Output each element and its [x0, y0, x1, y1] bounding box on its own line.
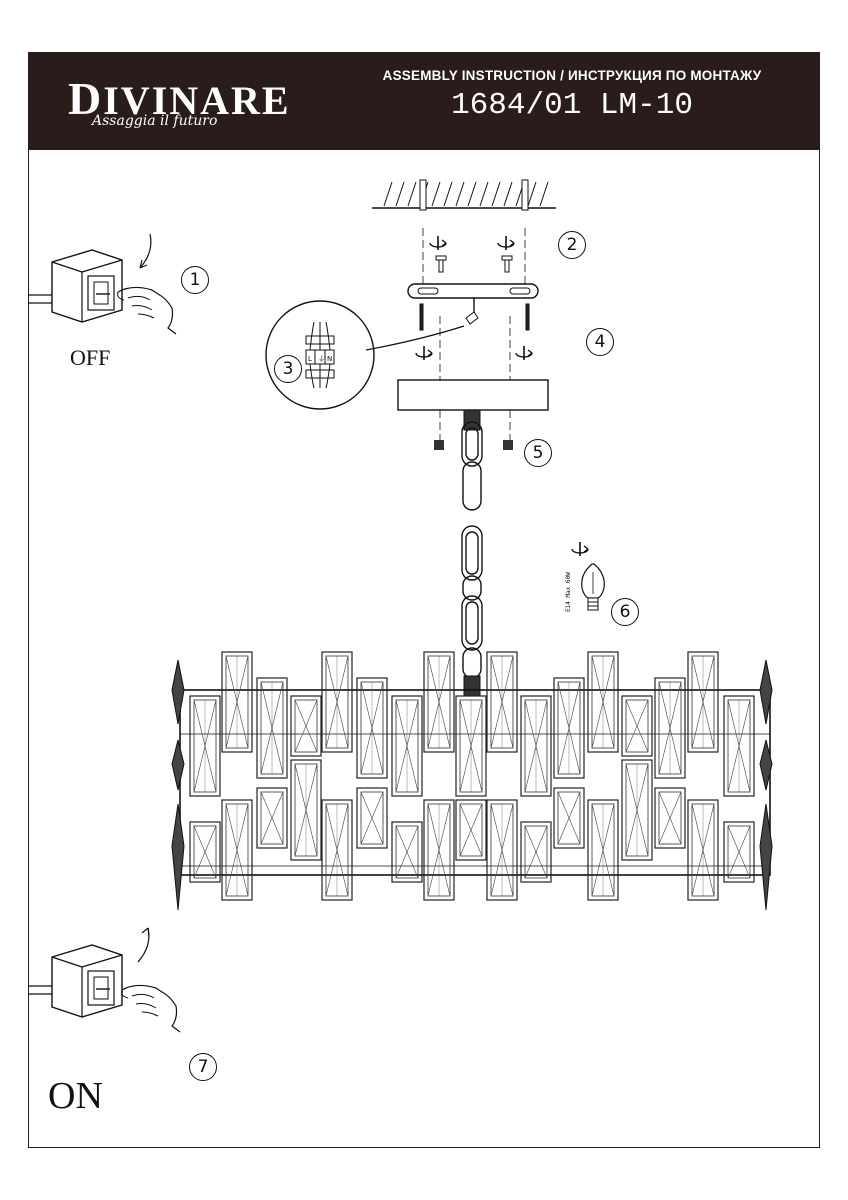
rotate-arrow-icon	[415, 345, 433, 361]
svg-text:L: L	[308, 355, 312, 363]
brand-slogan: Assaggia il futuro	[92, 113, 218, 129]
svg-text:N: N	[327, 355, 332, 363]
chain	[461, 421, 483, 679]
rotate-arrow-icon	[571, 541, 589, 557]
brand-logo: DIVINARE	[68, 73, 291, 124]
wall-switch-icon	[51, 944, 123, 1018]
rotate-arrow-icon	[429, 235, 447, 251]
candle-bulb-icon	[581, 563, 605, 611]
rotate-arrow-icon	[497, 235, 515, 251]
canopy-screw	[503, 440, 513, 450]
canopy	[397, 379, 549, 411]
step-1-marker: 1	[181, 266, 209, 294]
canopy-screw	[434, 440, 444, 450]
step-7-marker: 7	[189, 1053, 217, 1081]
rotate-arrow-icon	[515, 345, 533, 361]
off-label: OFF	[70, 345, 111, 370]
model-number: 1684/01 LM-10	[451, 88, 693, 123]
header-bar	[28, 52, 820, 150]
step-2-marker: 2	[558, 231, 586, 259]
wall-switch-off	[28, 233, 177, 335]
step-6-marker: 6	[611, 598, 639, 626]
screws	[419, 255, 530, 331]
step-5-marker: 5	[524, 439, 552, 467]
crystal-shade	[171, 651, 773, 911]
bulb-spec-label: E14 Max 60W	[565, 572, 572, 612]
wall-switch-on	[28, 927, 181, 1033]
pointing-hand-icon	[116, 286, 177, 335]
wall-switch-icon	[51, 249, 123, 323]
mounting-bracket	[407, 283, 539, 325]
step-3-marker: 3	[274, 355, 302, 383]
pointing-hand-icon	[120, 984, 181, 1033]
on-label: ON	[48, 1075, 103, 1117]
svg-text:⏚: ⏚	[318, 355, 325, 363]
canopy-nut	[463, 409, 481, 431]
page-frame	[28, 52, 820, 1148]
chain-hook	[463, 675, 481, 697]
document-title: ASSEMBLY INSTRUCTION / ИНСТРУКЦИЯ ПО МОН…	[382, 68, 762, 83]
ceiling	[372, 179, 556, 211]
step-4-marker: 4	[586, 328, 614, 356]
